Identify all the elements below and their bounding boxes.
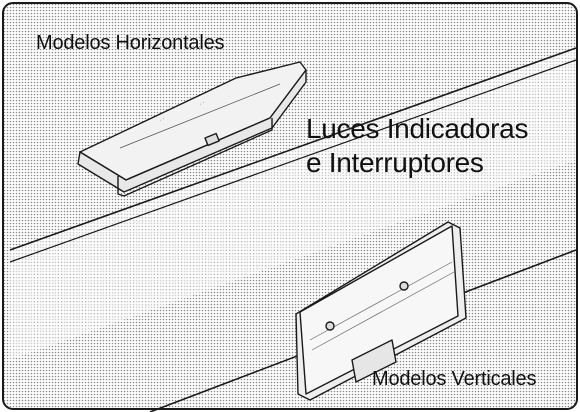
- indicator-lights-line-2: e Interruptores: [306, 147, 484, 178]
- svg-text:· ·: · ·: [199, 100, 207, 108]
- band-upper-line: [9, 47, 577, 251]
- horizontal-panel: · · · ·: [77, 61, 307, 197]
- indicator-lights-line-1: Luces Indicadoras: [306, 113, 529, 144]
- indicator-lights-title: Luces Indicadoras e Interruptores: [306, 112, 528, 180]
- vertical-panel: [295, 221, 467, 401]
- diagonal-band: [10, 48, 576, 360]
- band-lower-line: [9, 59, 577, 263]
- svg-text:· ·: · ·: [159, 116, 167, 124]
- horizontal-models-label: Modelos Horizontales: [36, 32, 225, 54]
- vertical-models-label: Modelos Verticales: [372, 368, 537, 390]
